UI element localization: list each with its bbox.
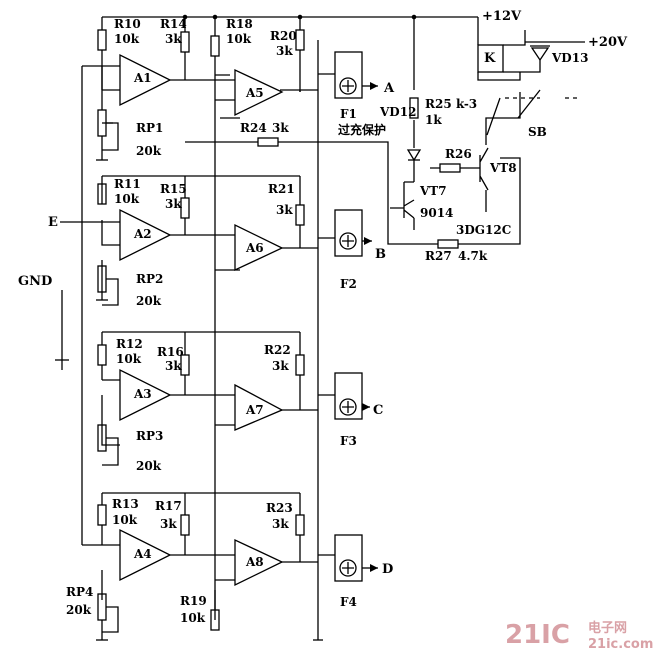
r25-value: 1k xyxy=(425,113,442,127)
r24-label: R24 xyxy=(240,121,267,135)
r18-label: R18 xyxy=(226,17,253,31)
rp2-label: RP2 xyxy=(136,272,163,286)
opamps xyxy=(119,53,284,587)
r11-label: R11 xyxy=(114,177,141,191)
a3-label: A3 xyxy=(133,387,152,401)
r23-value: 3k xyxy=(272,517,289,531)
r13-value: 10k xyxy=(112,513,138,527)
pot-wipers xyxy=(102,122,119,633)
watermark-brand: 21IC xyxy=(505,620,570,650)
a8-label: A8 xyxy=(245,555,264,569)
wiring xyxy=(60,14,585,640)
output-d-label: D xyxy=(382,562,393,577)
rp4-value: 20k xyxy=(66,603,92,617)
gnd-label: GND xyxy=(18,274,52,289)
watermark-sub: 电子网 xyxy=(588,620,627,636)
r12-label: R12 xyxy=(116,337,143,351)
f2-label: F2 xyxy=(340,277,357,291)
r21-label: R21 xyxy=(268,182,295,196)
switch-sb-label: SB xyxy=(528,125,547,139)
r15-label: R15 xyxy=(160,182,187,196)
relay-coil xyxy=(477,44,504,73)
a1-label: A1 xyxy=(133,71,152,85)
transistors xyxy=(390,147,489,219)
led-vd12 xyxy=(406,149,422,162)
output-c-label: C xyxy=(373,403,383,418)
r27-label: R27 xyxy=(425,249,452,263)
relay-contacts xyxy=(486,89,580,136)
output-b-label: B xyxy=(375,247,386,262)
resistor-bodies xyxy=(97,29,461,631)
r24-value: 3k xyxy=(272,121,289,135)
r20-value: 3k xyxy=(276,44,293,58)
r16-label: R16 xyxy=(157,345,184,359)
diode-vd13 xyxy=(530,45,550,62)
vt7-label: VT7 xyxy=(419,184,447,198)
rp3-label: RP3 xyxy=(136,429,163,443)
f3-label: F3 xyxy=(340,434,357,448)
rp1-value: 20k xyxy=(136,144,162,158)
r12-value: 10k xyxy=(116,352,142,366)
r10-value: 10k xyxy=(114,32,140,46)
r27-value: 4.7k xyxy=(458,249,488,263)
r11-value: 10k xyxy=(114,192,140,206)
r22-value: 3k xyxy=(272,359,289,373)
r13-label: R13 xyxy=(112,497,139,511)
r20-label: R20 xyxy=(270,29,297,43)
output-arrows xyxy=(362,82,378,572)
r14-label: R14 xyxy=(160,17,187,31)
vd13-label: VD13 xyxy=(551,51,588,65)
rail-20v-label: +20V xyxy=(588,35,628,50)
vt8-label: VT8 xyxy=(489,161,517,175)
a7-label: A7 xyxy=(245,403,264,417)
output-a-label: A xyxy=(383,81,395,96)
r21-value: 3k xyxy=(276,203,293,217)
r19-label: R19 xyxy=(180,594,207,608)
r23-label: R23 xyxy=(266,501,293,515)
r17-label: R17 xyxy=(155,499,182,513)
r18-value: 10k xyxy=(226,32,252,46)
r19-value: 10k xyxy=(180,611,206,625)
rp3-value: 20k xyxy=(136,459,162,473)
r10-label: R10 xyxy=(114,17,141,31)
labels: +12V +20V E GND R10 10k R14 3k R18 10k R… xyxy=(18,9,653,652)
fuses xyxy=(334,51,363,582)
rail-12v-label: +12V xyxy=(482,9,522,24)
relay-contact-label: k-3 xyxy=(456,97,477,111)
f1-label: F1 xyxy=(340,107,357,121)
r17-value: 3k xyxy=(160,517,177,531)
input-e-label: E xyxy=(48,215,58,230)
f4-label: F4 xyxy=(340,595,357,609)
rp2-value: 20k xyxy=(136,294,162,308)
protection-label: 过充保护 xyxy=(338,122,386,137)
rp4-label: RP4 xyxy=(66,585,93,599)
r14-value: 3k xyxy=(165,32,182,46)
r15-value: 3k xyxy=(165,197,182,211)
r16-value: 3k xyxy=(165,359,182,373)
r25-label: R25 xyxy=(425,97,452,111)
a6-label: A6 xyxy=(245,241,264,255)
r26-label: R26 xyxy=(445,147,472,161)
a2-label: A2 xyxy=(133,227,152,241)
vt8-type: 3DG12C xyxy=(456,223,511,237)
r22-label: R22 xyxy=(264,343,291,357)
relay-k-label: K xyxy=(484,51,496,66)
a4-label: A4 xyxy=(133,547,152,561)
rp1-label: RP1 xyxy=(136,121,163,135)
vt7-type: 9014 xyxy=(420,206,453,220)
watermark-domain: 21ic.com xyxy=(588,637,653,652)
ground-symbols xyxy=(55,159,323,641)
vd12-label: VD12 xyxy=(379,105,416,119)
a5-label: A5 xyxy=(245,86,264,100)
